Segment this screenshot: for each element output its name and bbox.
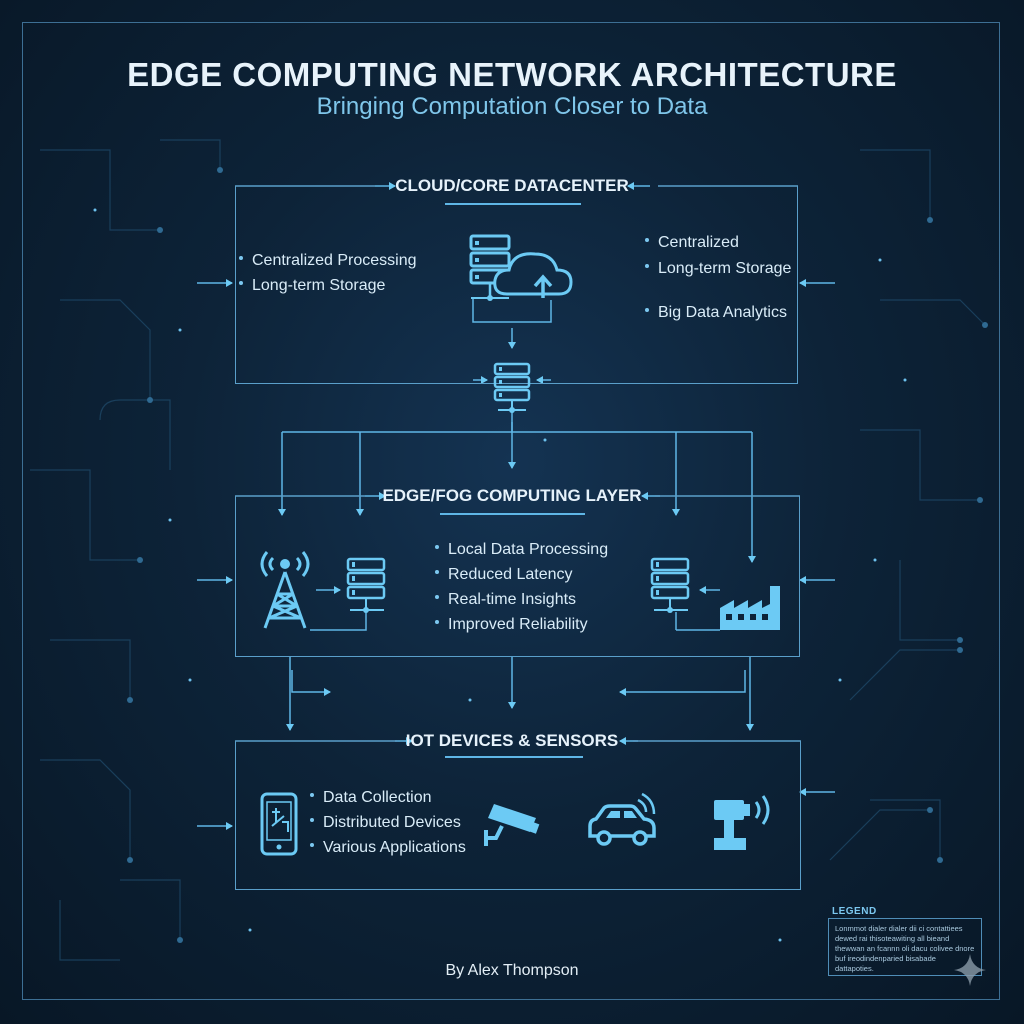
list-item: Data Collection — [309, 785, 466, 810]
wireless-sensor-icon — [714, 795, 770, 850]
sparkle-icon — [954, 954, 986, 986]
smartphone-icon — [260, 792, 298, 856]
cloud-upload-icon — [493, 252, 573, 298]
legend-box: Lonmmot dialer dialer dii ci contattiees… — [828, 918, 982, 976]
list-item: Local Data Processing — [434, 537, 608, 562]
server-rack-icon — [493, 362, 531, 413]
edge-fog-panel — [235, 496, 800, 657]
list-item: Big Data Analytics — [644, 300, 791, 326]
cloud-left-list: Centralized Processing Long-term Storage — [238, 248, 417, 298]
cloud-right-list: Centralized Long-term Storage Big Data A… — [644, 230, 791, 326]
list-item: Real-time Insights — [434, 587, 608, 612]
server-rack-icon — [650, 557, 690, 613]
list-item: Long-term Storage — [238, 273, 417, 298]
cloud-title-underline — [445, 203, 581, 205]
edge-list: Local Data Processing Reduced Latency Re… — [434, 537, 608, 637]
iot-panel-top-border — [235, 740, 801, 742]
factory-icon — [720, 586, 780, 630]
list-item: Centralized Processing — [238, 248, 417, 273]
legend-text: Lonmmot dialer dialer dii ci contattiees… — [835, 924, 975, 973]
list-item: Various Applications — [309, 835, 466, 860]
outer-frame — [22, 22, 1000, 1000]
page-subtitle: Bringing Computation Closer to Data — [316, 93, 708, 120]
iot-title-underline — [445, 756, 583, 758]
cloud-panel-top-border — [235, 185, 798, 187]
server-rack-icon — [346, 557, 386, 613]
list-item: Reduced Latency — [434, 562, 608, 587]
list-item: Centralized — [644, 230, 791, 256]
list-item: Improved Reliability — [434, 612, 608, 637]
list-item: Long-term Storage — [644, 256, 791, 282]
cloud-panel-title: CLOUD/CORE DATACENTER — [395, 176, 629, 195]
iot-devices-panel — [235, 741, 801, 890]
security-camera-icon — [484, 804, 540, 846]
iot-panel-title: IOT DEVICES & SENSORS — [405, 731, 619, 750]
edge-panel-top-border — [235, 495, 800, 497]
page-title: EDGE COMPUTING NETWORK ARCHITECTURE — [127, 56, 897, 93]
edge-title-underline — [440, 513, 585, 515]
author-credit: By Alex Thompson — [445, 962, 579, 979]
cell-tower-icon — [260, 551, 310, 629]
list-item: Distributed Devices — [309, 810, 466, 835]
connected-car-icon — [588, 792, 656, 846]
cloud-datacenter-icon — [469, 234, 573, 301]
cloud-datacenter-panel — [235, 186, 798, 384]
iot-list: Data Collection Distributed Devices Vari… — [309, 785, 466, 860]
legend-title: LEGEND — [832, 906, 877, 917]
edge-panel-title: EDGE/FOG COMPUTING LAYER — [382, 486, 642, 505]
